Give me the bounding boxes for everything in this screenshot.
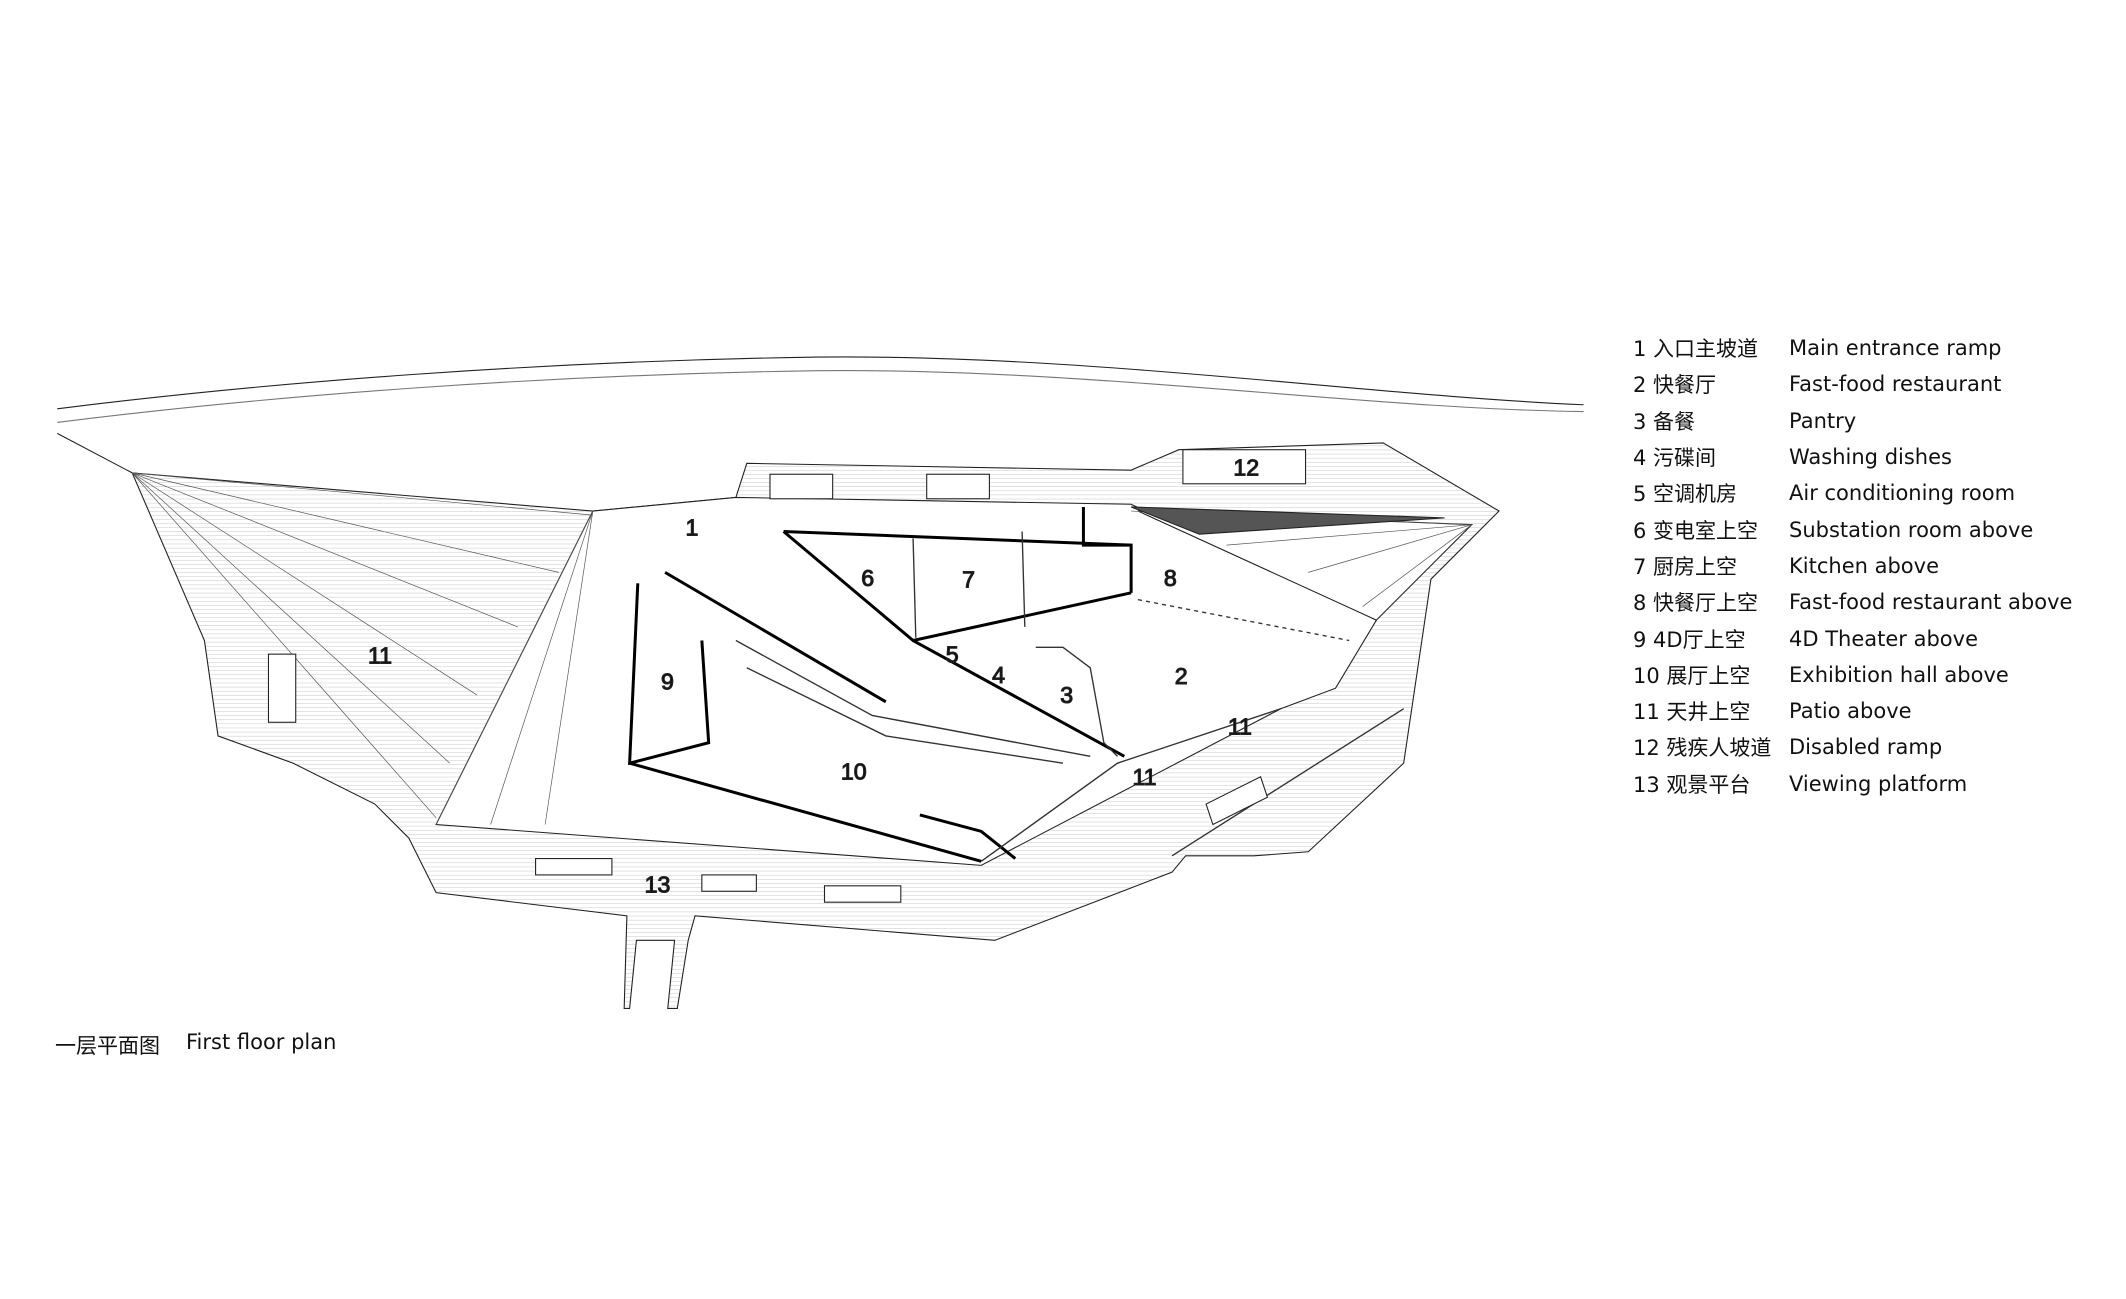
legend-item-english: Fast-food restaurant above [1789,590,2073,615]
legend-item-english: Substation room above [1789,517,2034,542]
room-label-12: 12 [1233,455,1259,481]
legend-item-chinese: 9 4D厅上空 [1633,627,1746,652]
legend-item-chinese: 2 快餐厅 [1633,373,1717,398]
legend-item-english: Disabled ramp [1789,735,1943,760]
legend-item-chinese: 3 备餐 [1633,409,1696,434]
legend-item-chinese: 11 天井上空 [1633,700,1751,725]
room-label-7: 7 [962,566,975,592]
caption-english: First floor plan [186,1030,337,1054]
room-label-5: 5 [946,641,959,667]
legend-item: 9 4D厅上空 4D Theater above [1633,620,2072,656]
legend-item-english: Viewing platform [1789,771,1968,796]
room-label-3: 3 [1060,682,1073,708]
legend-item-english: Exhibition hall above [1789,662,2009,687]
caption-chinese: 一层平面图 [55,1034,160,1058]
room-label-1: 1 [685,515,698,541]
legend-item-english: Fast-food restaurant [1789,372,2002,397]
room-label-11-right: 11 [1228,714,1252,740]
legend-item: 11 天井上空 Patio above [1633,693,2072,729]
legend-item-english: Pantry [1789,408,1857,433]
legend-item: 4 污碟间 Washing dishes [1633,439,2072,475]
legend-item-english: Kitchen above [1789,553,1939,578]
room-label-13: 13 [645,872,671,898]
room-label-9: 9 [661,669,674,695]
legend-item-english: Patio above [1789,699,1912,724]
room-label-11-center: 11 [1132,764,1156,790]
room-label-11-left: 11 [368,643,392,669]
drawing-caption: 一层平面图 First floor plan [55,1030,336,1060]
legend-item: 12 残疾人坡道 Disabled ramp [1633,729,2072,765]
site-edge-line [57,356,1584,410]
legend-item-chinese: 6 变电室上空 [1633,518,1759,543]
room-label-2: 2 [1175,663,1188,689]
legend-item: 3 备餐 Pantry [1633,403,2072,439]
legend-item-english: 4D Theater above [1789,626,1978,651]
legend-item: 7 厨房上空 Kitchen above [1633,548,2072,584]
legend-item: 8 快餐厅上空 Fast-food restaurant above [1633,584,2072,620]
legend-item: 13 观景平台 Viewing platform [1633,766,2072,802]
room-label-8: 8 [1164,565,1177,591]
legend-item-english: Air conditioning room [1789,481,2016,506]
legend-item-chinese: 5 空调机房 [1633,482,1738,507]
legend-item: 6 变电室上空 Substation room above [1633,511,2072,547]
room-label-6: 6 [861,565,874,591]
legend: 1 入口主坡道 Main entrance ramp 2 快餐厅 Fast-food … [1633,330,2072,802]
legend-item-chinese: 4 污碟间 [1633,446,1717,471]
legend-item-chinese: 1 入口主坡道 [1633,337,1759,362]
legend-item-english: Main entrance ramp [1789,336,2002,361]
legend-item-chinese: 13 观景平台 [1633,772,1751,797]
legend-item-chinese: 7 厨房上空 [1633,554,1738,579]
legend-item: 5 空调机房 Air conditioning room [1633,475,2072,511]
legend-item: 2 快餐厅 Fast-food restaurant [1633,366,2072,402]
legend-item-chinese: 12 残疾人坡道 [1633,736,1772,761]
room-label-4: 4 [992,662,1005,688]
legend-item: 10 展厅上空 Exhibition hall above [1633,657,2072,693]
legend-item-chinese: 8 快餐厅上空 [1633,591,1759,616]
room-label-10: 10 [841,759,867,785]
legend-item: 1 入口主坡道 Main entrance ramp [1633,330,2072,366]
legend-item-chinese: 10 展厅上空 [1633,663,1751,688]
legend-item-english: Washing dishes [1789,445,1952,470]
